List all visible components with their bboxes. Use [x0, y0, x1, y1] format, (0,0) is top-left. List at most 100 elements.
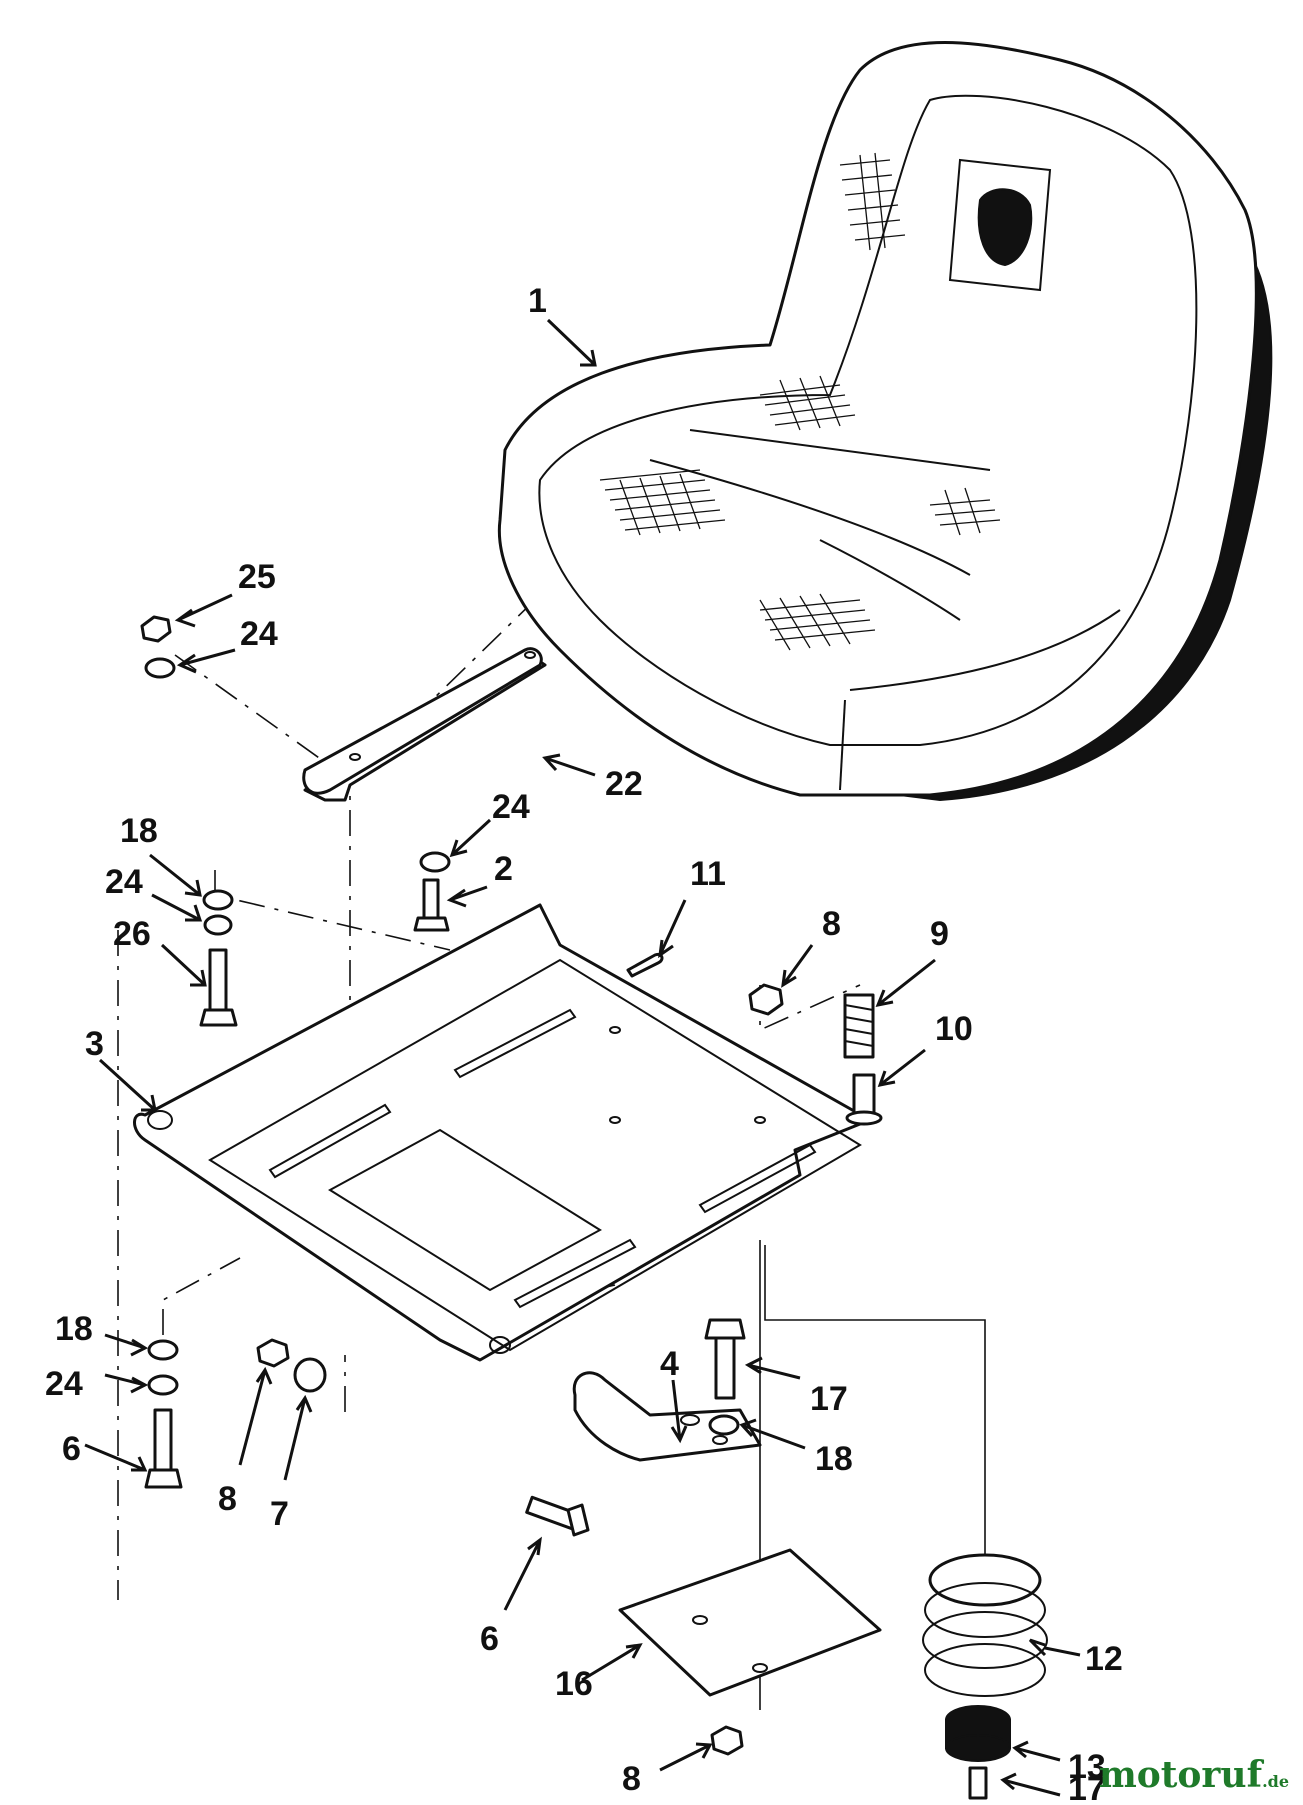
- nut-8b: [256, 1338, 290, 1368]
- callout-9: 9: [930, 915, 949, 953]
- arrow-3: [98, 1058, 157, 1112]
- seat-front-seam: [839, 699, 846, 791]
- arrow-10: [877, 1048, 926, 1087]
- seat-part: [497, 41, 1273, 802]
- bolt-26: [199, 948, 238, 1027]
- callout-24: 24: [492, 788, 530, 826]
- bolt-2: [413, 878, 450, 932]
- arrow-24b: [449, 818, 492, 858]
- arrow-8a: [781, 944, 814, 988]
- callout-17: 17: [810, 1380, 848, 1418]
- assembly-line-upper-left: [214, 870, 451, 951]
- callout-26: 26: [113, 915, 151, 953]
- cotter-pin-11: [626, 952, 664, 978]
- watermark-brand: motoruf: [1098, 1754, 1263, 1796]
- callout-18: 18: [815, 1440, 853, 1478]
- bolt-6b: [525, 1495, 590, 1537]
- seat-outline: [497, 41, 1258, 797]
- bumper-13: [945, 1705, 1011, 1762]
- seat-inner-contour: [538, 94, 1198, 746]
- callout-4: 4: [660, 1345, 679, 1383]
- seat-plate-hole-2: [754, 1116, 766, 1124]
- arrow-25: [174, 593, 233, 628]
- arrow-9: [875, 958, 936, 1008]
- spring-9: [843, 993, 875, 1059]
- washer-18c: [708, 1414, 740, 1436]
- seat-emblem-icon: [977, 188, 1033, 267]
- bracket-22-upper: [302, 647, 543, 795]
- seat-plate-slot-3: [513, 1238, 637, 1309]
- callout-arrows: [84, 318, 1081, 1797]
- seat-plate-hole-1: [609, 1116, 621, 1124]
- arrow-13: [1012, 1740, 1061, 1762]
- washer-24b: [419, 851, 451, 873]
- callout-24: 24: [45, 1365, 83, 1403]
- seat-plate-pivot-hole: [147, 1110, 173, 1130]
- bracket-22-hole-1: [349, 753, 361, 761]
- callout-11: 11: [690, 855, 726, 893]
- seat-plate-slot-4: [698, 1143, 817, 1214]
- callout-25: 25: [238, 558, 276, 596]
- seat-emblem-frame: [948, 158, 1052, 292]
- arrow-6a: [84, 1443, 148, 1472]
- callout-8: 8: [822, 905, 841, 943]
- nut-8a: [748, 983, 784, 1016]
- callout-3: 3: [85, 1025, 104, 1063]
- arrow-24c: [151, 893, 203, 922]
- callout-22: 22: [605, 765, 643, 803]
- seat-plate-slot-2: [453, 1008, 577, 1079]
- watermark-logo: motoruf.de: [1099, 1754, 1289, 1796]
- washer-24d: [147, 1374, 179, 1396]
- bracket-22-hole-2: [524, 651, 536, 659]
- pad-16-hole-1: [692, 1615, 708, 1625]
- arrow-24d: [104, 1373, 149, 1394]
- bracket-part-22: [302, 647, 547, 802]
- callout-1: 1: [528, 282, 547, 320]
- seat-groove-2: [649, 459, 971, 576]
- callout-10: 10: [935, 1010, 973, 1048]
- callout-18: 18: [120, 812, 158, 850]
- arrow-6b: [503, 1536, 542, 1611]
- spring-12: [922, 1553, 1048, 1697]
- arrow-12: [1028, 1638, 1081, 1657]
- callout-24: 24: [105, 863, 143, 901]
- callout-13: 13: [1068, 1748, 1106, 1786]
- hardware: [140, 615, 1048, 1800]
- callout-7: 7: [270, 1495, 289, 1533]
- washer-18b: [147, 1339, 179, 1361]
- arrow-22: [542, 753, 596, 777]
- seat-plate-hole-3: [609, 1026, 621, 1034]
- washer-24c: [203, 914, 233, 936]
- arrow-26: [160, 943, 207, 987]
- seat-plate-cutout: [328, 1128, 602, 1292]
- callout-24: 24: [240, 615, 278, 653]
- bracket-4-slot: [680, 1414, 700, 1426]
- seat-plate-top-face: [208, 958, 862, 1352]
- arrow-18a: [149, 853, 202, 897]
- arrow-18c: [739, 1418, 806, 1450]
- bracket-4-hole: [712, 1435, 728, 1445]
- nut-8c: [710, 1725, 744, 1756]
- seat-plate-slot-1: [268, 1103, 392, 1179]
- seat-quilting: [599, 152, 1001, 651]
- callout-6: 6: [62, 1430, 81, 1468]
- seat-front-crease: [849, 609, 1121, 691]
- arrow-8c: [659, 1742, 713, 1772]
- arrow-1: [546, 318, 597, 367]
- watermark-suffix: .de: [1262, 1772, 1289, 1791]
- seat-groove-3: [819, 539, 961, 621]
- washer-18a: [202, 889, 234, 911]
- bolt-17a: [704, 1318, 746, 1400]
- arrow-11: [658, 899, 687, 959]
- callout-8: 8: [622, 1760, 641, 1798]
- arrow-17b: [1000, 1772, 1061, 1797]
- callout-12: 12: [1085, 1640, 1123, 1678]
- pin-10: [845, 1073, 883, 1126]
- seat-plate-pivot-hole-2: [489, 1336, 511, 1354]
- arrow-8b: [238, 1366, 273, 1466]
- arrow-4: [670, 1379, 688, 1444]
- arrow-17a: [744, 1356, 801, 1380]
- arrow-24a: [176, 648, 236, 674]
